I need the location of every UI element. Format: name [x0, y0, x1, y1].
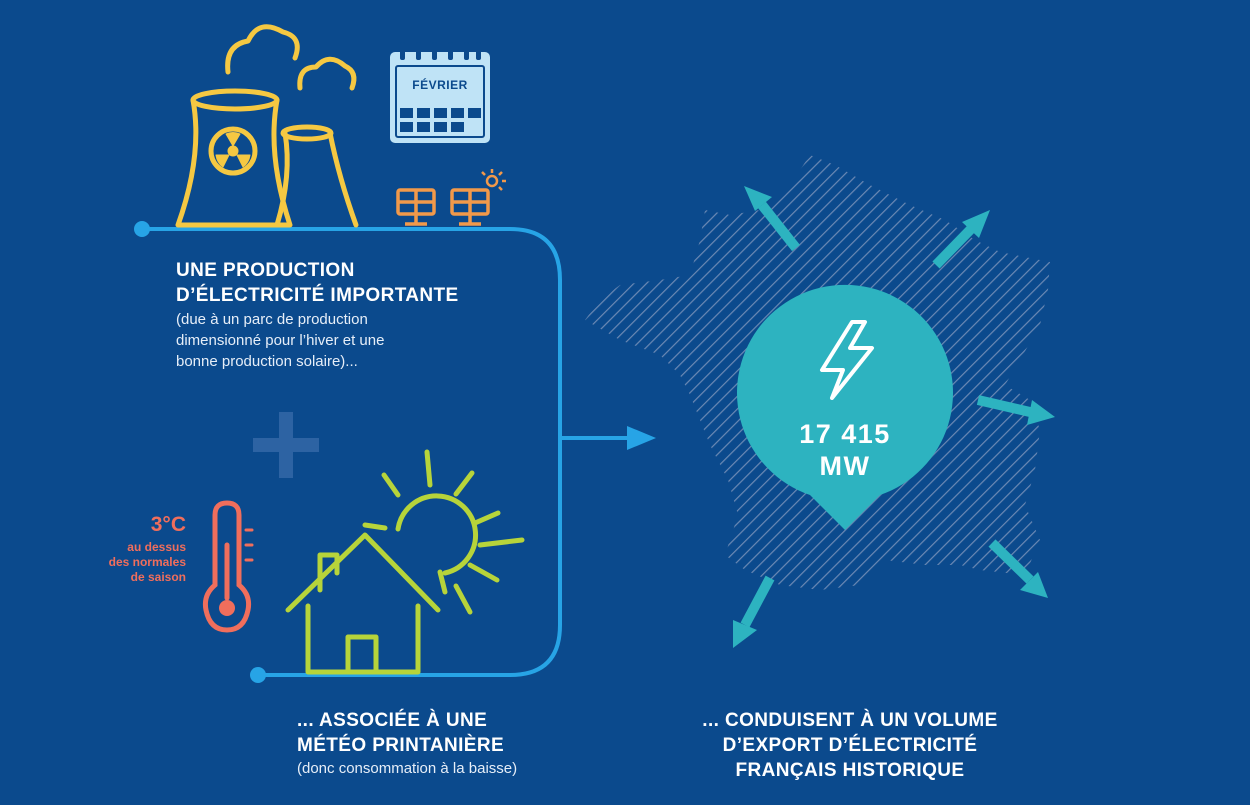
temperature-line-1: au dessus — [127, 540, 186, 554]
temperature-line-3: de saison — [130, 570, 186, 584]
export-title-line-2: D’EXPORT D’ÉLECTRICITÉ — [722, 735, 978, 756]
export-title-line-1: ... CONDUISENT À UN VOLUME — [702, 710, 998, 731]
export-arrow-icon — [733, 620, 757, 648]
export-arrow-icon — [976, 395, 1032, 417]
plus-icon — [253, 412, 319, 478]
temperature-value: 3°C — [150, 513, 186, 536]
export-arrow-icon — [962, 210, 990, 238]
connector-dot-bottom — [250, 667, 266, 683]
export-power-value: 17 415 — [799, 419, 891, 449]
weather-title-line-1: ... ASSOCIÉE À UNE — [297, 710, 488, 731]
export-arrow-icon — [740, 575, 775, 628]
export-arrow-icon — [988, 539, 1034, 584]
production-desc-line-1: (due à un parc de production — [176, 311, 368, 328]
export-arrow-icon — [744, 186, 772, 211]
export-arrow-icon — [932, 224, 976, 269]
lightning-icon — [820, 320, 874, 400]
solar-panel-icon — [396, 169, 506, 226]
temperature-line-2: des normales — [108, 555, 186, 569]
connector-dot-top — [134, 221, 150, 237]
house-icon — [285, 532, 441, 675]
export-title-line-3: FRANÇAIS HISTORIQUE — [735, 760, 965, 781]
calendar-icon — [390, 42, 490, 143]
weather-title-line-2: MÉTÉO PRINTANIÈRE — [297, 735, 505, 756]
weather-desc: (donc consommation à la baisse) — [297, 760, 518, 777]
export-arrow-icon — [758, 201, 800, 252]
production-desc-line-3: bonne production solaire)... — [176, 353, 358, 370]
calendar-month-label: FÉVRIER — [412, 78, 468, 92]
export-power-unit: MW — [819, 451, 871, 481]
thermometer-icon — [202, 500, 254, 633]
export-arrow-icon — [1027, 400, 1055, 425]
export-arrows — [733, 186, 1055, 648]
nuclear-plant-icon — [175, 24, 359, 228]
export-arrow-icon — [1020, 572, 1048, 598]
power-pin — [736, 284, 953, 530]
production-title-line-1: UNE PRODUCTION — [176, 260, 355, 281]
production-title-line-2: D’ÉLECTRICITÉ IMPORTANTE — [176, 285, 459, 306]
connector-arrow-head — [627, 426, 656, 450]
production-desc-line-2: dimensionné pour l’hiver et une — [176, 332, 385, 349]
sun-icon — [362, 449, 525, 615]
